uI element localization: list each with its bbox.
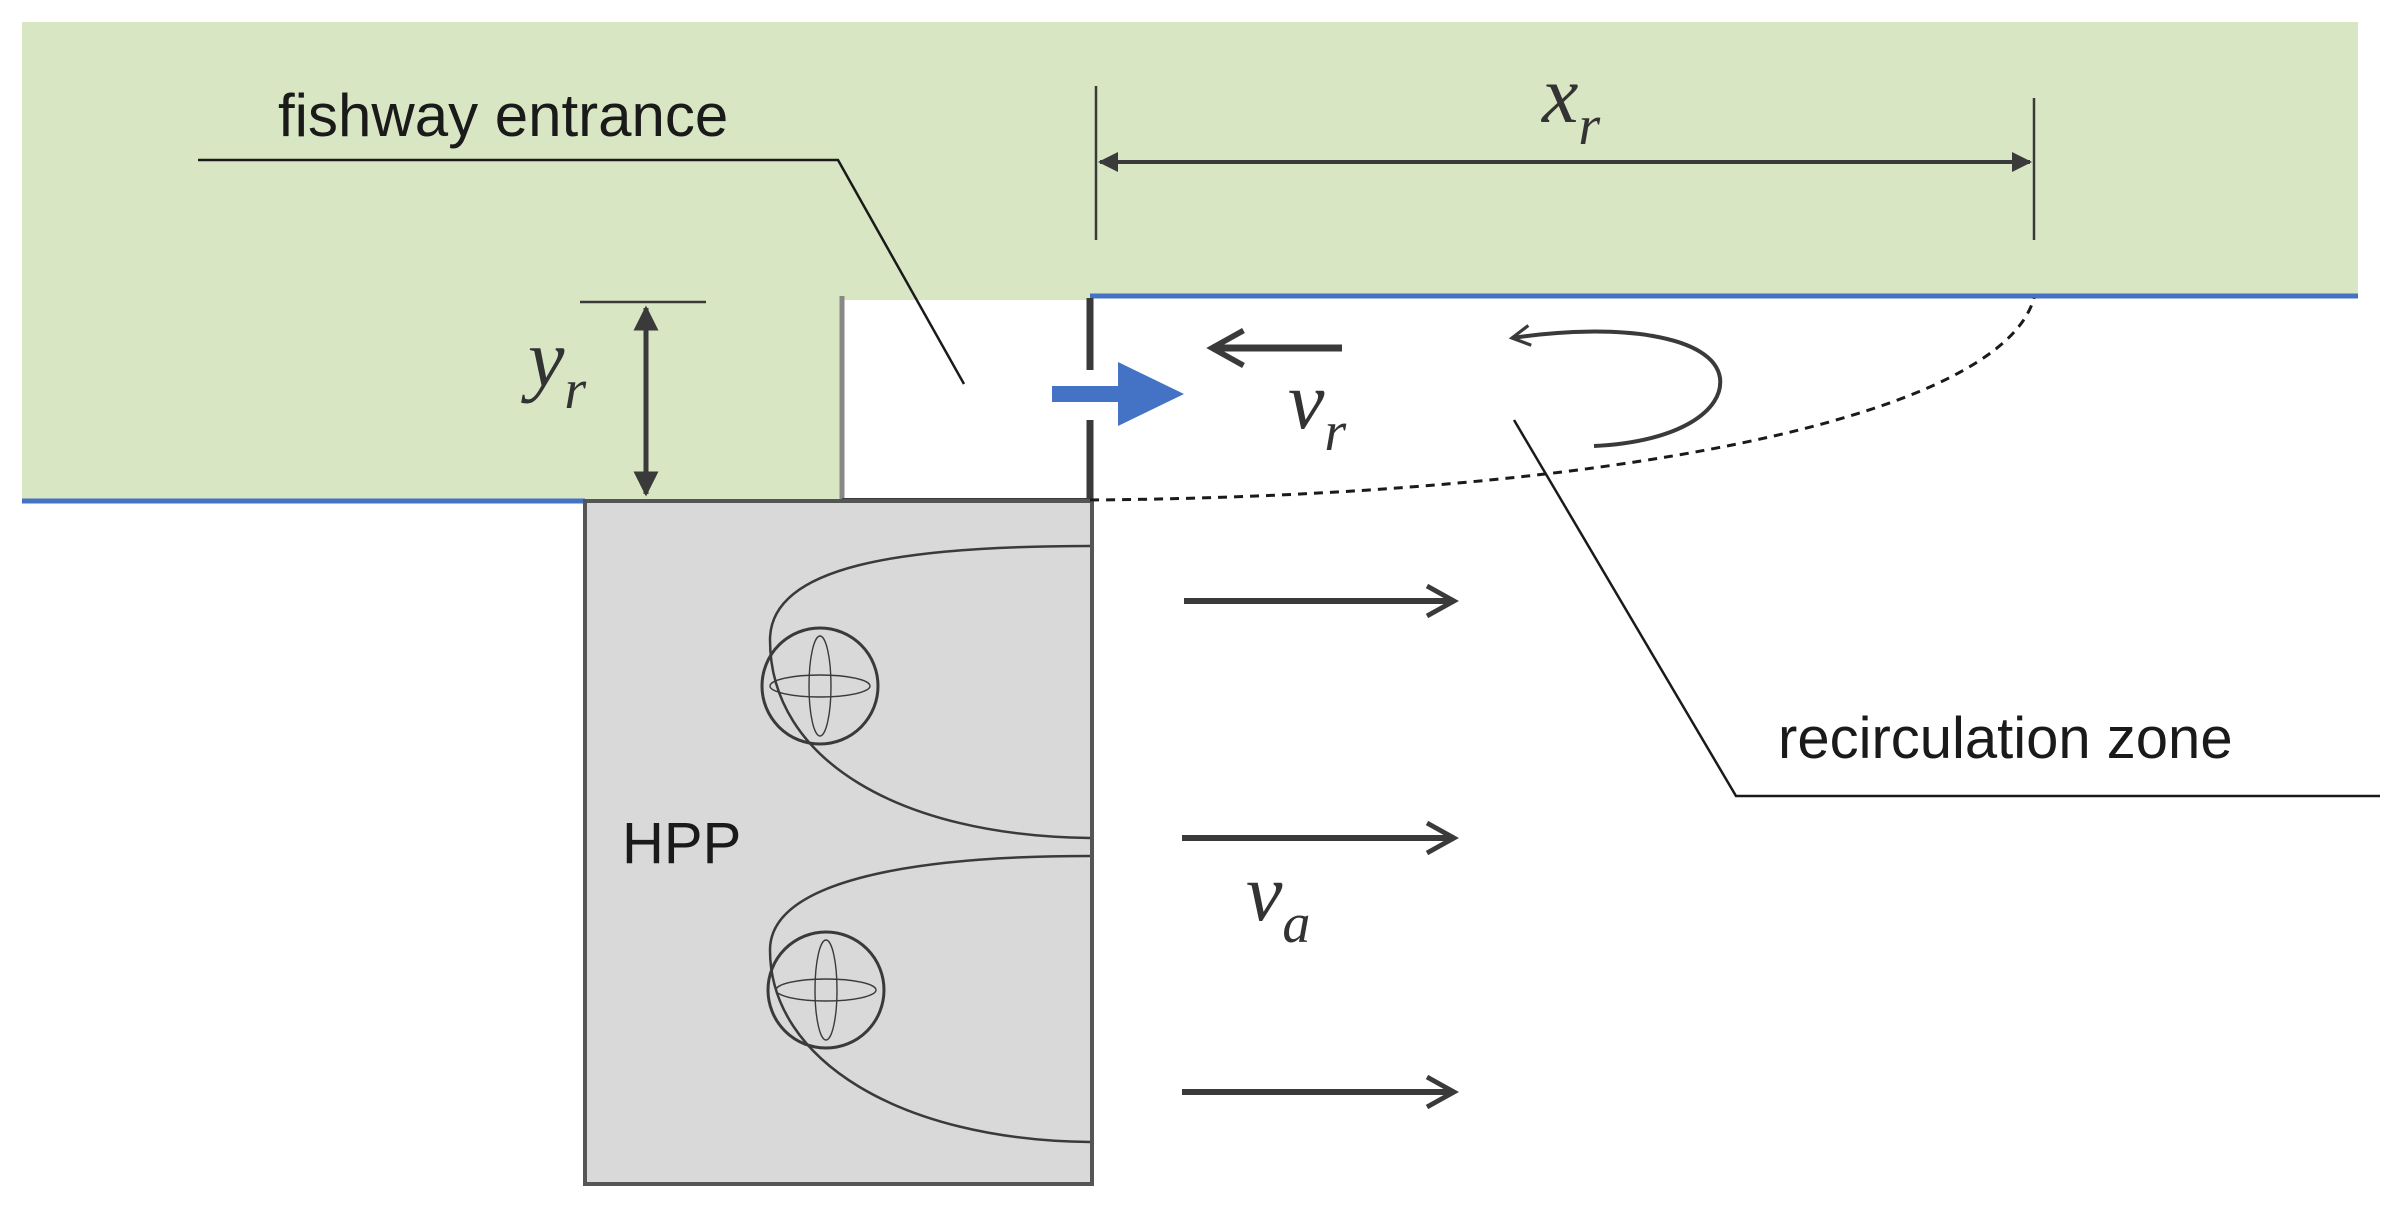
river-bank [22, 22, 2358, 500]
fishway-entrance-label: fishway entrance [278, 82, 728, 149]
turbine-outlet-1 [768, 544, 1091, 840]
xr-symbol: xr [1541, 49, 1600, 157]
fishway-entrance-leader [198, 158, 966, 385]
recirculation-zone-leader [1512, 419, 2380, 798]
fishway-flow-arrow-head [1118, 362, 1184, 426]
turbine-runner-2 [766, 930, 886, 1050]
turbine-outlet-2 [768, 854, 1091, 1144]
hpp-label: HPP [622, 811, 741, 876]
turbine-runner-1 [760, 626, 880, 746]
va-symbol: va [1246, 847, 1310, 955]
hpp-building [583, 499, 1094, 1186]
recirculation-zone-label: recirculation zone [1778, 706, 2233, 771]
fishway-flow-arrow-shaft [1052, 386, 1120, 402]
yr-symbol: yr [521, 313, 586, 421]
vr-symbol: vr [1288, 355, 1346, 463]
recirculation-curl-arrow [1508, 324, 1723, 448]
recirculation-boundary [1089, 297, 2036, 502]
